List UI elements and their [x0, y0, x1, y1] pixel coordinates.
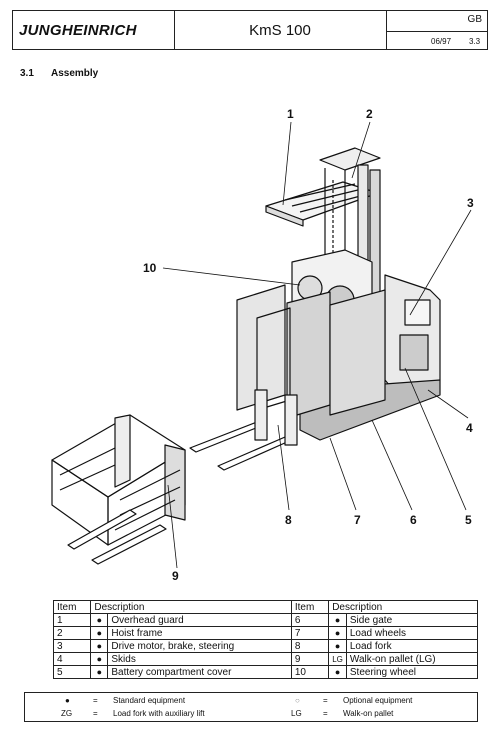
- equipment-marker: ●: [90, 626, 109, 640]
- equipment-marker: LG: [328, 652, 347, 666]
- item-number: 7: [290, 626, 330, 640]
- equipment-marker: ●: [328, 639, 347, 653]
- brand-logo: JUNGHEINRICH: [19, 22, 137, 39]
- item-number: 3: [52, 639, 92, 653]
- item-description: Drive motor, brake, steering: [107, 639, 292, 653]
- item-description: Load fork: [345, 639, 479, 653]
- section-title: Assembly: [51, 68, 99, 79]
- item-description: Side gate: [345, 613, 479, 627]
- equipment-legend: ● = Standard equipment ○ = Optional equi…: [24, 692, 478, 722]
- legend-lg-symbol: LG: [291, 709, 302, 718]
- item-description: Walk-on pallet (LG): [345, 652, 479, 666]
- item-number: 8: [290, 639, 330, 653]
- item-description: Steering wheel: [345, 665, 479, 679]
- legend-equals: =: [323, 696, 328, 705]
- callout-leaders: [162, 121, 472, 569]
- item-number: 4: [52, 652, 92, 666]
- callout-2: 2: [366, 107, 373, 121]
- callout-10: 10: [143, 261, 157, 275]
- truck-assembly-illustration: 1 2 3 4 5 6 7 8 9 10: [51, 107, 474, 583]
- callout-4: 4: [466, 421, 473, 435]
- legend-zg-symbol: ZG: [61, 709, 73, 718]
- header-meta: GB 06/97 3.3: [386, 11, 488, 49]
- equipment-marker: ●: [90, 613, 109, 627]
- column-header: Item: [290, 600, 330, 614]
- legend-equals: =: [93, 709, 98, 718]
- callout-3: 3: [467, 196, 474, 210]
- page-number: 3.3: [469, 37, 481, 46]
- item-number: 2: [52, 626, 92, 640]
- callout-7: 7: [354, 513, 361, 527]
- table-header-row: Item Description Item Description: [52, 600, 478, 614]
- table-row: 3 ● Drive motor, brake, steering 8 ● Loa…: [52, 639, 479, 653]
- equipment-marker: ●: [328, 665, 347, 679]
- language-code: GB: [467, 14, 482, 25]
- page-header: JUNGHEINRICH KmS 100 GB 06/97 3.3: [12, 10, 488, 50]
- item-number: 6: [290, 613, 330, 627]
- item-number: 9: [290, 652, 330, 666]
- header-divider: [387, 31, 488, 32]
- table-row: 1 ● Overhead guard 6 ● Side gate: [52, 613, 479, 627]
- equipment-marker: ●: [90, 652, 109, 666]
- optional-circle-icon: ○: [295, 696, 300, 705]
- legend-zg-text: Load fork with auxiliary lift: [113, 709, 205, 718]
- parts-table: Item Description Item Description 1 ● Ov…: [52, 600, 479, 679]
- column-header: Item: [52, 600, 92, 614]
- load-fork-drawing: [189, 389, 298, 471]
- callout-9: 9: [172, 569, 179, 583]
- item-number: 1: [52, 613, 92, 627]
- column-header: Description: [90, 600, 292, 614]
- item-number: 5: [52, 665, 92, 679]
- table-row: 5 ● Battery compartment cover 10 ● Steer…: [52, 665, 479, 679]
- equipment-marker: ●: [90, 665, 109, 679]
- callout-8: 8: [285, 513, 292, 527]
- section-number: 3.1: [20, 68, 34, 79]
- equipment-marker: ●: [328, 613, 347, 627]
- table-row: 2 ● Hoist frame 7 ● Load wheels: [52, 626, 479, 640]
- item-description: Load wheels: [345, 626, 479, 640]
- legend-optional-text: Optional equipment: [343, 696, 413, 705]
- item-number: 10: [290, 665, 330, 679]
- legend-equals: =: [323, 709, 328, 718]
- item-description: Battery compartment cover: [107, 665, 292, 679]
- logo-cell: JUNGHEINRICH: [13, 11, 175, 49]
- legend-standard-text: Standard equipment: [113, 696, 186, 705]
- column-header: Description: [328, 600, 478, 614]
- item-description: Skids: [107, 652, 292, 666]
- equipment-marker: ●: [328, 626, 347, 640]
- legend-equals: =: [93, 696, 98, 705]
- callout-5: 5: [465, 513, 472, 527]
- callout-1: 1: [287, 107, 294, 121]
- battery-housing-drawing: [384, 274, 441, 393]
- hoist-frame-drawing: [319, 147, 381, 336]
- walk-on-pallet-drawing: [51, 414, 186, 565]
- item-description: Hoist frame: [107, 626, 292, 640]
- revision-date: 06/97: [431, 37, 452, 46]
- table-row: 4 ● Skids 9 LG Walk-on pallet (LG): [52, 652, 479, 666]
- standard-bullet-icon: ●: [65, 696, 70, 705]
- equipment-marker: ●: [90, 639, 109, 653]
- document-title: KmS 100: [249, 22, 311, 39]
- item-description: Overhead guard: [107, 613, 292, 627]
- legend-lg-text: Walk-on pallet: [343, 709, 394, 718]
- callout-6: 6: [410, 513, 417, 527]
